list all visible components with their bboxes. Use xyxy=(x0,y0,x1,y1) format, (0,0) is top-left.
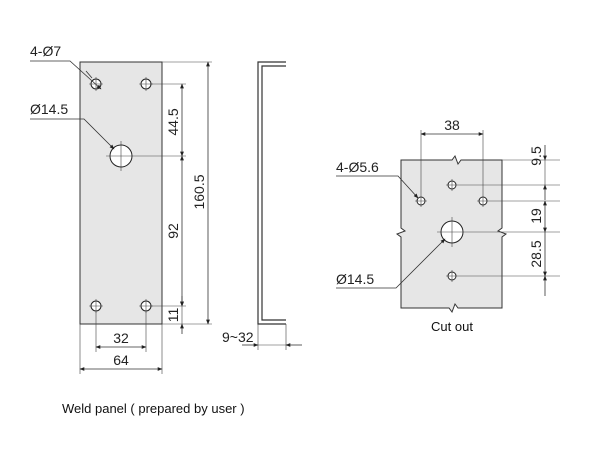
cutout-view: 38 9.5 19 28.5 4-Ø5.6 Ø14.5 Cut out xyxy=(336,117,560,334)
cutout-dim-9-5: 9.5 xyxy=(528,146,544,166)
weld-dim-44-5: 44.5 xyxy=(165,108,181,135)
weld-panel-side-view: 9~32 xyxy=(222,61,302,350)
cutout-dim-28-5: 28.5 xyxy=(528,240,544,267)
weld-label-small-holes: 4-Ø7 xyxy=(30,43,61,59)
weld-dim-11: 11 xyxy=(165,308,181,323)
weld-dim-160-5: 160.5 xyxy=(191,174,207,209)
weld-panel-plate xyxy=(79,61,163,325)
side-dim-9-32: 9~32 xyxy=(222,329,254,345)
cutout-dim-38: 38 xyxy=(444,117,460,133)
weld-dim-64: 64 xyxy=(113,352,129,368)
cutout-label-large-hole: Ø14.5 xyxy=(336,271,374,287)
weld-dim-32: 32 xyxy=(113,330,129,346)
weld-label-large-hole: Ø14.5 xyxy=(30,101,68,117)
cutout-label-small-holes: 4-Ø5.6 xyxy=(336,159,379,175)
cutout-caption: Cut out xyxy=(431,319,473,334)
cutout-dim-19: 19 xyxy=(528,208,544,224)
weld-dim-92: 92 xyxy=(165,223,181,239)
weld-panel-caption: Weld panel ( prepared by user ) xyxy=(62,401,245,416)
weld-panel-front-view: 4-Ø7 Ø14.5 44.5 92 11 160.5 32 64 xyxy=(30,43,212,374)
